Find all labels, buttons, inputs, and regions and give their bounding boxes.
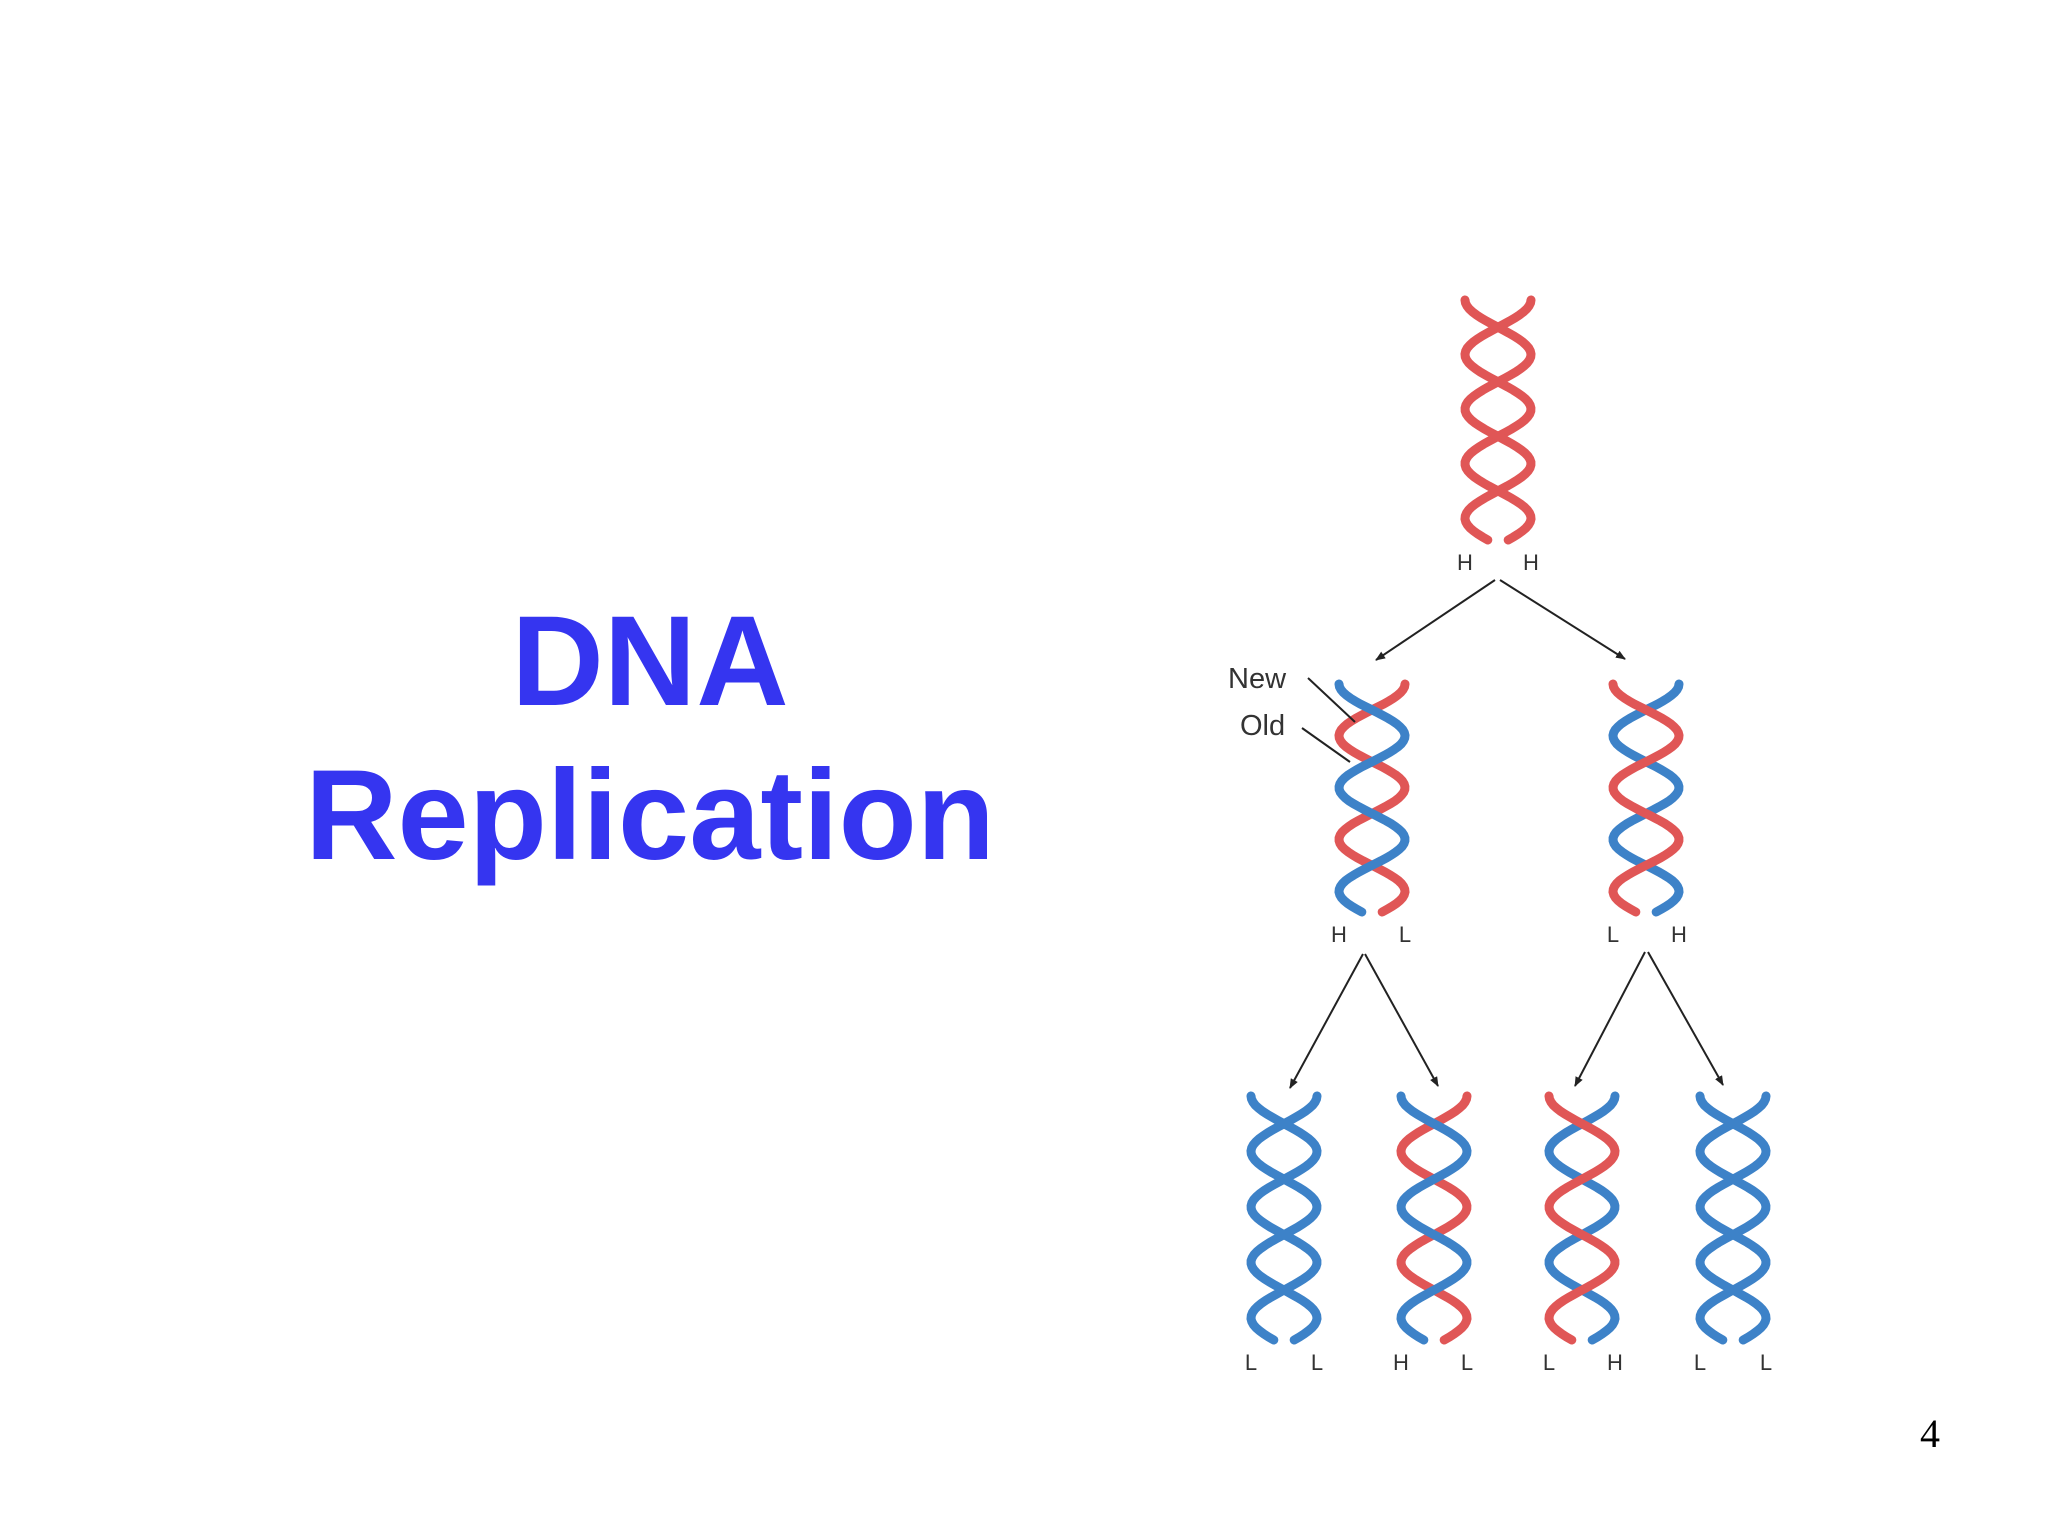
strand-label-gen2-3-left: L [1694,1350,1706,1375]
strand-label-gen2-2-right: H [1607,1350,1623,1375]
legend-old-pointer [1301,727,1351,763]
helix-gen1-0-strand-right [1334,679,1410,917]
strand-label-gen0-0-left: H [1457,550,1473,575]
helix-gen1-1: L H [1607,679,1687,947]
helix-gen2-3: L L [1694,1091,1772,1375]
helix-gen2-2-strand-right [1544,1091,1620,1345]
helix-gen2-1-strand-left [1396,1091,1472,1345]
strand-label-gen1-1-right: H [1671,922,1687,947]
strand-label-gen2-3-right: L [1760,1350,1772,1375]
arrow-gen1-left-to-gen2-0 [1289,953,1364,1089]
arrow-gen1-right-to-gen2-3 [1647,951,1724,1086]
helix-gen0-0-strand-left [1460,295,1536,545]
helix-gen2-0-strand-left [1246,1091,1322,1345]
helix-gen0-0: H H [1457,295,1539,575]
strand-label-gen2-1-right: L [1461,1350,1473,1375]
helix-gen2-1: H L [1393,1091,1473,1375]
strand-label-gen1-1-left: L [1607,922,1619,947]
helix-gen2-1-strand-right [1396,1091,1472,1345]
helix-gen0-0-strand-right [1460,295,1536,545]
arrow-gen1-left-to-gen2-1 [1364,953,1439,1087]
helix-gen1-1-strand-right [1608,679,1684,917]
legend-old-label: Old [1240,710,1285,742]
arrow-gen0-to-gen1-right [1499,579,1626,660]
helix-gen1-1-strand-left [1608,679,1684,917]
strand-label-gen2-0-left: L [1245,1350,1257,1375]
legend-new-label: New [1228,663,1287,695]
arrow-gen1-right-to-gen2-2 [1574,951,1646,1087]
slide-title: DNA Replication [230,585,1070,893]
strand-label-gen1-0-left: H [1331,922,1347,947]
strand-label-gen2-2-left: L [1543,1350,1555,1375]
helix-gen2-2: L H [1543,1091,1623,1375]
helix-gen2-2-strand-left [1544,1091,1620,1345]
strand-label-gen1-0-right: L [1399,922,1411,947]
strand-label-gen2-1-left: H [1393,1350,1409,1375]
helix-gen2-3-strand-left [1695,1091,1771,1345]
helix-gen2-0-strand-right [1246,1091,1322,1345]
legend-new-pointer [1307,677,1356,723]
page-number: 4 [1920,1411,1940,1456]
title-line-dna: DNA [511,590,789,733]
helix-gen2-0: L L [1245,1091,1323,1375]
arrow-gen0-to-gen1-left [1375,579,1496,661]
strand-label-gen0-0-right: H [1523,550,1539,575]
strand-label-gen2-0-right: L [1311,1350,1323,1375]
title-line-replication: Replication [305,744,995,887]
helix-gen2-3-strand-right [1695,1091,1771,1345]
helix-gen1-0: H L [1331,679,1411,947]
helix-gen1-0-strand-left [1334,679,1410,917]
